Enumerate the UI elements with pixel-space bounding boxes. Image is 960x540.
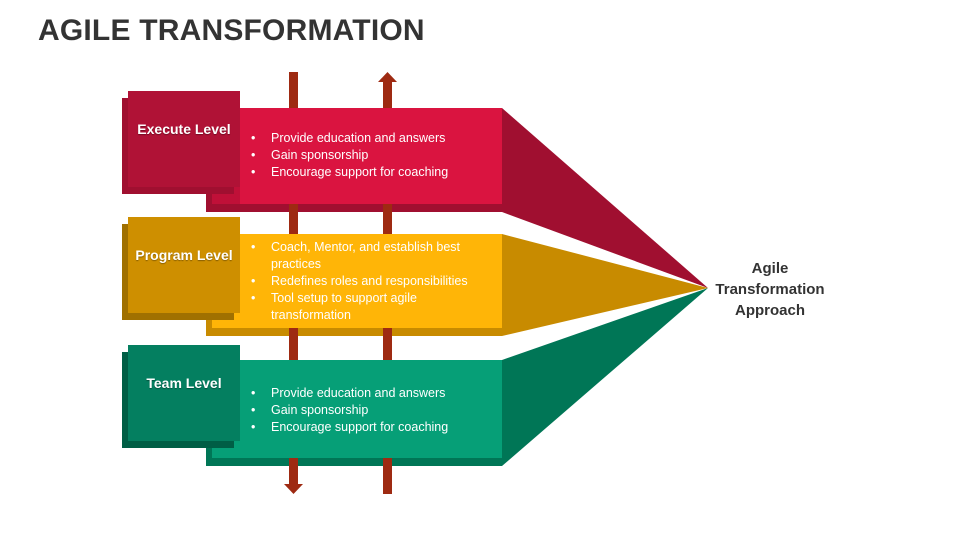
program-bullets: Coach, Mentor, and establish best practi… [247,239,487,324]
arrow-down [284,72,303,494]
list-item: Encourage support for coaching [247,164,497,181]
list-item: Gain sponsorship [247,147,497,164]
program-level-label: Program Level [135,247,233,263]
list-item: Redefines roles and responsibilities [247,273,487,290]
program-tab [128,217,240,313]
execute-wedge-dark [502,108,708,288]
program-wedge-dark [502,234,708,336]
list-item: Gain sponsorship [247,402,497,419]
list-item: Provide education and answers [247,130,497,147]
slide-title: AGILE TRANSFORMATION [38,14,425,47]
list-item: Encourage support for coaching [247,419,497,436]
execute-tab [128,91,240,187]
team-wedge-dark [502,288,708,466]
list-item: Tool setup to support agile transformati… [247,290,487,324]
execute-bullets: Provide education and answers Gain spons… [247,130,497,181]
execute-level-label: Execute Level [137,121,231,137]
team-level-label: Team Level [146,375,222,391]
team-tab [128,345,240,441]
approach-label: Agile Transformation Approach [715,260,825,319]
list-item: Coach, Mentor, and establish best practi… [247,239,487,273]
list-item: Provide education and answers [247,385,497,402]
team-bullets: Provide education and answers Gain spons… [247,385,497,436]
arrow-up [378,72,397,494]
